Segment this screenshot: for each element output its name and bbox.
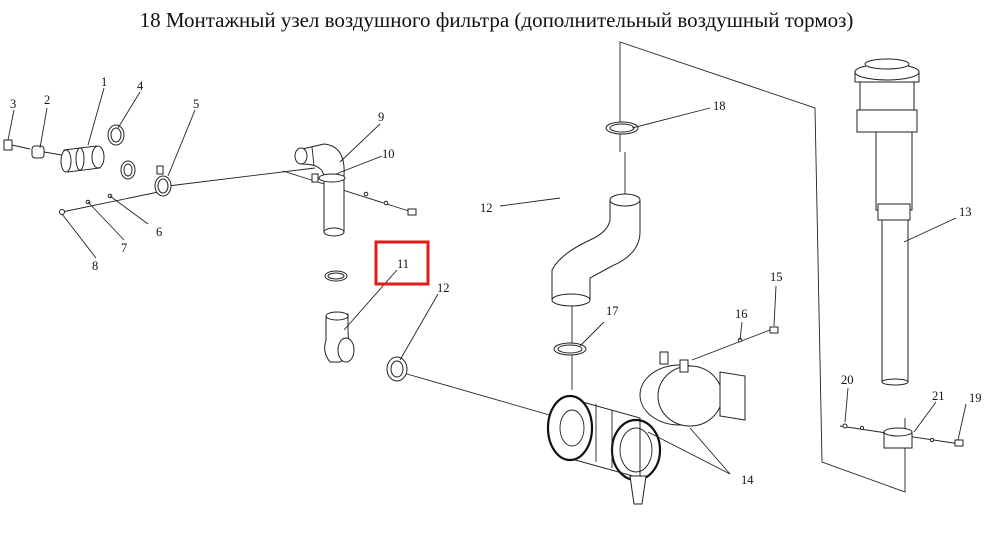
callout-16: 16 <box>735 307 748 321</box>
callout-12-upper: 12 <box>480 201 493 215</box>
clamp-part-18 <box>605 121 639 135</box>
callout-6: 6 <box>156 225 162 239</box>
precleaner-pipe-part-13 <box>842 58 964 449</box>
callout-3: 3 <box>10 97 16 111</box>
clamp-part-21 <box>883 427 913 449</box>
callout-9: 9 <box>378 110 384 124</box>
callout-21: 21 <box>932 389 945 403</box>
leader-lines <box>7 87 967 441</box>
clamp-part-17 <box>553 342 587 356</box>
clamp-part-10 <box>311 173 346 183</box>
diagram-title: 18 Монтажный узел воздушного фильтра (до… <box>139 8 854 32</box>
callout-labels: 1 2 3 4 5 6 7 8 9 10 11 12 12 13 14 15 1… <box>10 75 982 487</box>
left-intake-assembly <box>3 124 172 215</box>
clamp-part-2 <box>31 145 63 159</box>
highlight-box <box>374 240 430 286</box>
callout-8: 8 <box>92 259 98 273</box>
callout-7: 7 <box>121 241 127 255</box>
callout-17: 17 <box>606 304 619 318</box>
callout-10: 10 <box>382 147 395 161</box>
upper-pipe-assembly <box>551 121 641 356</box>
callout-12-center: 12 <box>437 281 450 295</box>
callout-19: 19 <box>969 391 982 405</box>
tube-part-1 <box>60 145 105 173</box>
center-pipe-assembly <box>294 143 417 382</box>
callout-18: 18 <box>713 99 726 113</box>
elbow-part-12-large <box>551 193 641 307</box>
callout-15: 15 <box>770 270 783 284</box>
callout-20: 20 <box>841 373 854 387</box>
callout-4: 4 <box>137 79 144 93</box>
clamp-small <box>324 270 348 282</box>
air-filter-part-14 <box>546 326 779 505</box>
clamp-part-5 <box>154 165 172 197</box>
elbow-part-9 <box>294 143 345 237</box>
clamp-part-4 <box>107 124 125 146</box>
callout-11: 11 <box>397 257 409 271</box>
callout-2: 2 <box>44 93 50 107</box>
callout-13: 13 <box>959 205 972 219</box>
clamp-part-12 <box>386 356 408 382</box>
connector-lines <box>61 41 961 493</box>
callout-14: 14 <box>741 473 754 487</box>
bolt-part-3 <box>3 139 31 151</box>
elbow-part-11 <box>324 311 355 363</box>
callout-1: 1 <box>101 75 107 89</box>
ring-part <box>120 160 136 180</box>
callout-5: 5 <box>193 97 199 111</box>
